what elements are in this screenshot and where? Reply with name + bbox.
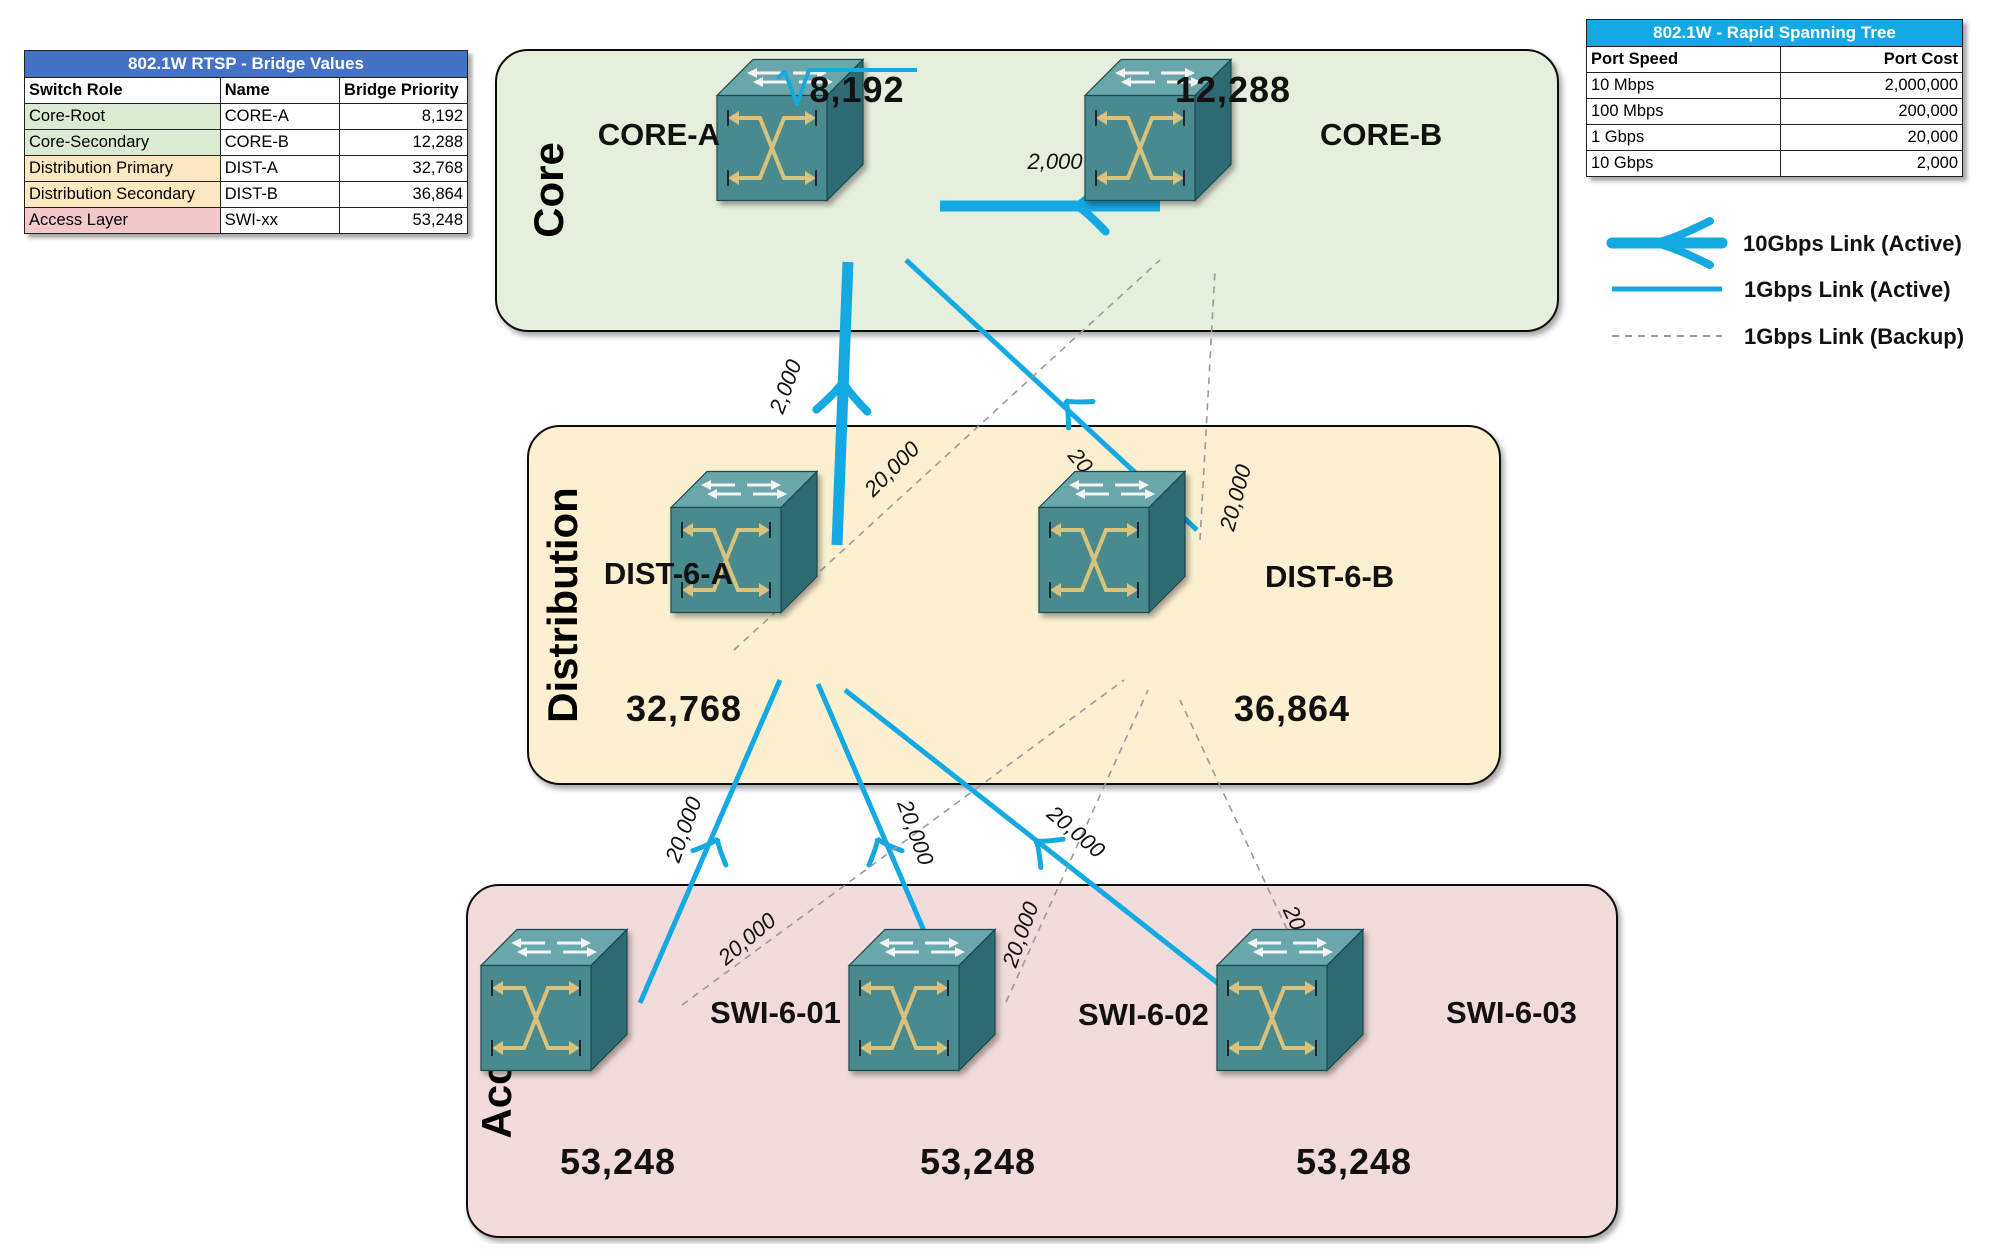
- port-cost-table: 802.1W - Rapid Spanning Tree Port Speed …: [1586, 19, 1963, 177]
- bridge-cell-role: Core-Secondary: [24, 129, 221, 156]
- legend-item-dashed: 1Gbps Link (Backup): [1612, 324, 1964, 349]
- bridge-cell-role: Access Layer: [24, 207, 221, 234]
- legend-label: 1Gbps Link (Backup): [1744, 324, 1964, 349]
- bridge-priority-label: 53,248: [1296, 1141, 1412, 1182]
- bridge-priority-label: 36,864: [1234, 688, 1350, 729]
- link-dashed-dist-b-core-b: [1199, 269, 1216, 541]
- bridge-priority-label: 32,768: [626, 688, 742, 729]
- switch-icon: [479, 928, 629, 1072]
- bridge-cell-priority: 36,864: [339, 181, 468, 208]
- switch-swi-01[interactable]: SWI-6-01 53,248: [479, 928, 841, 1183]
- bridge-cell-priority: 8,192: [339, 103, 468, 130]
- cost-cell-cost: 2,000: [1779, 150, 1963, 177]
- root-bridge-check-icon: [775, 68, 917, 106]
- bridge-cell-name: CORE-A: [219, 103, 341, 130]
- switch-dist-a[interactable]: DIST-6-A 32,768: [604, 470, 819, 730]
- col-port-speed: Port Speed: [1586, 46, 1781, 73]
- bridge-priority-label: 12,288: [1175, 69, 1291, 110]
- switch-icon: [669, 470, 819, 614]
- col-bridge-priority: Bridge Priority: [339, 77, 468, 104]
- access-layer-box: [466, 884, 1618, 1238]
- bridge-priority-label: 53,248: [560, 1141, 676, 1182]
- bridge-cell-priority: 53,248: [339, 207, 468, 234]
- cost-cell-speed: 1 Gbps: [1586, 124, 1781, 151]
- legend: 10Gbps Link (Active) 1Gbps Link (Active) 1…: [1606, 217, 1964, 349]
- cost-cell-speed: 10 Gbps: [1586, 150, 1781, 177]
- core-layer-box: [495, 49, 1559, 332]
- link-direction-arrow: [866, 836, 905, 868]
- cost-cell-cost: 20,000: [1779, 124, 1963, 151]
- bridge-cell-role: Core-Root: [24, 103, 221, 130]
- cost-cell-speed: 10 Mbps: [1586, 72, 1781, 99]
- switches-layer: CORE-A8,192CORE-B12,288DIST-6-A32,768DIS…: [479, 58, 1577, 1183]
- col-switch-role: Switch Role: [24, 77, 221, 104]
- cost-cell-cost: 2,000,000: [1779, 72, 1963, 99]
- switch-name-label: CORE-A: [598, 117, 720, 152]
- bridge-cell-name: DIST-B: [219, 181, 341, 208]
- link-direction-arrow: [1062, 397, 1096, 431]
- link-cost-label: 2,000: [1026, 149, 1083, 174]
- legend-item-thin: 1Gbps Link (Active): [1612, 277, 1951, 302]
- link-cost-label: 20,000: [892, 796, 939, 869]
- link-thick-dist-a-core-a: [831, 261, 854, 546]
- links-layer: [637, 176, 1321, 1042]
- col-name: Name: [219, 77, 341, 104]
- link-cost-label: 20,000: [660, 793, 707, 866]
- switch-name-label: DIST-6-A: [604, 556, 733, 591]
- cost-cell-cost: 200,000: [1779, 98, 1963, 125]
- legend-item-thick: 10Gbps Link (Active): [1606, 217, 1962, 269]
- bridge-cell-priority: 12,288: [339, 129, 468, 156]
- legend-label: 10Gbps Link (Active): [1743, 231, 1962, 256]
- switch-icon: [1215, 928, 1365, 1072]
- bridge-cell-name: CORE-B: [219, 129, 341, 156]
- bridge-priority-label: 8,192: [809, 69, 904, 110]
- switch-name-label: SWI-6-02: [1078, 997, 1209, 1032]
- switch-name-label: SWI-6-03: [1446, 995, 1577, 1030]
- switch-core-b[interactable]: CORE-B 12,288: [1083, 58, 1442, 202]
- switch-name-label: SWI-6-01: [710, 995, 841, 1030]
- bridge-values-table: 802.1W RTSP - Bridge Values Switch Role …: [24, 50, 468, 234]
- legend-label: 1Gbps Link (Active): [1744, 277, 1951, 302]
- link-direction-arrow: [812, 378, 872, 416]
- cost-cell-speed: 100 Mbps: [1586, 98, 1781, 125]
- link-direction-arrow: [1033, 836, 1066, 871]
- switch-swi-03[interactable]: SWI-6-03 53,248: [1215, 928, 1577, 1183]
- bridge-cell-role: Distribution Secondary: [24, 181, 221, 208]
- link-cost-label: 2,000: [764, 356, 807, 418]
- distribution-layer-label: Distribution: [539, 487, 586, 723]
- core-layer-label: Core: [525, 142, 572, 238]
- bridge-table-title: 802.1W RTSP - Bridge Values: [24, 50, 468, 78]
- link-dashed-swi-01-dist-b: [681, 679, 1125, 1006]
- bridge-priority-label: 53,248: [920, 1141, 1036, 1182]
- switch-swi-02[interactable]: SWI-6-02 53,248: [847, 928, 1209, 1183]
- bridge-cell-name: DIST-A: [219, 155, 341, 182]
- bridge-cell-role: Distribution Primary: [24, 155, 221, 182]
- switch-icon: [1083, 58, 1233, 202]
- link-thin-swi-03-dist-a: [843, 688, 1292, 1042]
- bridge-cell-priority: 32,768: [339, 155, 468, 182]
- legend-arrow-icon: [1654, 217, 1714, 269]
- link-direction-arrow: [690, 836, 729, 868]
- cost-table-title: 802.1W - Rapid Spanning Tree: [1586, 19, 1963, 47]
- switch-icon: [1037, 470, 1187, 614]
- col-port-cost: Port Cost: [1779, 46, 1963, 73]
- switch-name-label: CORE-B: [1320, 117, 1442, 152]
- link-dashed-swi-02-dist-b: [1005, 689, 1149, 1003]
- switch-core-a[interactable]: CORE-A 8,192: [598, 58, 917, 202]
- switch-dist-b[interactable]: DIST-6-B 36,864: [1037, 470, 1394, 730]
- switch-icon: [847, 928, 997, 1072]
- bridge-cell-name: SWI-xx: [219, 207, 341, 234]
- switch-name-label: DIST-6-B: [1265, 559, 1394, 594]
